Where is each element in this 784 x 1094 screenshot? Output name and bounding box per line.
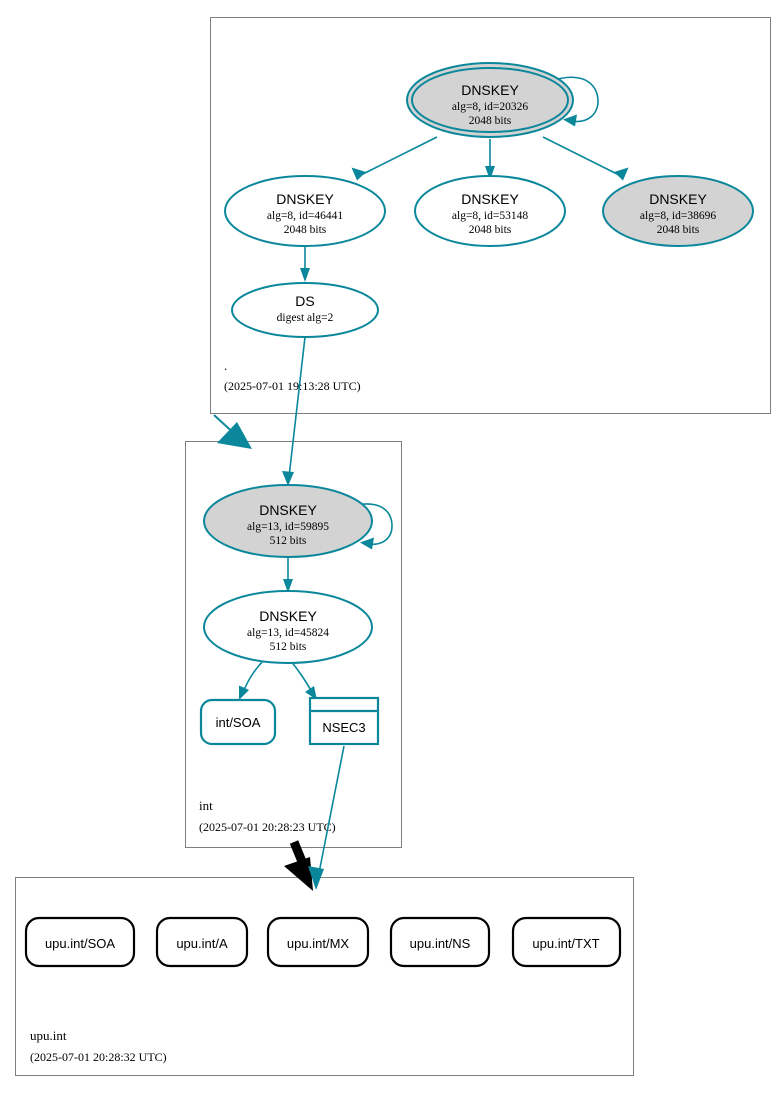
node-upu-mx-shape xyxy=(266,916,370,968)
edge-root-ksk-signs-zsk-46441 xyxy=(351,136,438,181)
node-int-nsec3[interactable]: NSEC3 xyxy=(308,696,380,746)
node-root-zsk-38696-title: DNSKEY xyxy=(649,191,707,207)
node-root-zsk-38696-size: 2048 bits xyxy=(657,224,700,236)
node-int-ksk-alg: alg=13, id=59895 xyxy=(247,521,329,533)
zone-root-name: . xyxy=(224,358,227,373)
node-int-zsk-dnskey[interactable]: DNSKEY alg=13, id=45824 512 bits xyxy=(203,590,373,664)
node-root-ksk-dnskey[interactable]: DNSKEY alg=8, id=20326 2048 bits xyxy=(406,62,574,138)
node-root-zsk-53148-alg: alg=8, id=53148 xyxy=(452,210,528,222)
node-root-ds-digest: digest alg=2 xyxy=(277,312,334,324)
zone-int-name: int xyxy=(199,798,213,813)
node-upu-soa-shape xyxy=(24,916,136,968)
zone-upu-int-timestamp: (2025-07-01 20:28:32 UTC) xyxy=(30,1050,167,1064)
node-upu-txt-shape xyxy=(511,916,622,968)
zone-upu-int[interactable]: upu.int/SOA upu.int/A upu.int/MX upu.int… xyxy=(15,877,634,1076)
zone-root-timestamp: (2025-07-01 19:13:28 UTC) xyxy=(224,379,361,393)
node-int-zsk-title: DNSKEY xyxy=(259,608,317,624)
node-upu-a-shape xyxy=(155,916,249,968)
node-root-zsk-53148-title: DNSKEY xyxy=(461,191,519,207)
node-root-zsk-38696-dnskey[interactable]: DNSKEY alg=8, id=38696 2048 bits xyxy=(602,175,754,247)
node-int-ksk-title: DNSKEY xyxy=(259,502,317,518)
node-upu-mx-rrset[interactable]: upu.int/MX xyxy=(266,916,370,968)
node-root-zsk-53148-size: 2048 bits xyxy=(469,224,512,236)
node-int-soa-shape xyxy=(199,698,277,746)
node-root-ds[interactable]: DS digest alg=2 xyxy=(231,282,379,338)
node-upu-ns-label: upu.int/NS xyxy=(410,936,471,951)
zone-upu-int-name: upu.int xyxy=(30,1028,67,1043)
zone-upu-int-box xyxy=(15,877,634,1076)
node-upu-soa-label: upu.int/SOA xyxy=(45,936,115,951)
node-root-ds-title: DS xyxy=(295,293,314,309)
node-root-ksk-inner-ring xyxy=(411,67,569,133)
edge-delegation-int-to-upu-int xyxy=(284,840,313,891)
node-upu-txt-label: upu.int/TXT xyxy=(532,936,599,951)
node-int-zsk-size: 512 bits xyxy=(270,641,307,653)
node-root-ds-shape xyxy=(231,282,379,338)
node-root-ksk-size: 2048 bits xyxy=(469,115,512,127)
node-root-zsk-46441-alg: alg=8, id=46441 xyxy=(267,210,343,222)
node-root-zsk-38696-alg: alg=8, id=38696 xyxy=(640,210,716,222)
edge-root-ksk-signs-zsk-38696 xyxy=(542,136,629,181)
node-root-zsk-46441-title: DNSKEY xyxy=(276,191,334,207)
node-int-nsec3-label: NSEC3 xyxy=(322,720,365,735)
node-upu-a-label: upu.int/A xyxy=(176,936,228,951)
edge-root-zsk-46441-signs-ds xyxy=(300,246,310,282)
node-upu-ns-rrset[interactable]: upu.int/NS xyxy=(389,916,491,968)
edge-root-ds-to-int-ksk xyxy=(282,336,306,486)
node-root-zsk-46441-dnskey[interactable]: DNSKEY alg=8, id=46441 2048 bits xyxy=(224,175,386,247)
node-int-soa-label: int/SOA xyxy=(216,715,261,730)
node-upu-soa-rrset[interactable]: upu.int/SOA xyxy=(24,916,136,968)
zone-root[interactable]: DNSKEY alg=8, id=20326 2048 bits DNSKEY … xyxy=(210,17,771,414)
zone-int-timestamp: (2025-07-01 20:28:23 UTC) xyxy=(199,820,336,834)
node-root-zsk-53148-dnskey[interactable]: DNSKEY alg=8, id=53148 2048 bits xyxy=(414,175,566,247)
node-root-ksk-outer-ring xyxy=(406,62,574,138)
node-int-zsk-alg: alg=13, id=45824 xyxy=(247,627,329,639)
node-int-nsec3-shape xyxy=(308,696,380,746)
node-int-ksk-size: 512 bits xyxy=(270,535,307,547)
edge-root-ksk-self-signature xyxy=(557,76,599,127)
node-upu-mx-label: upu.int/MX xyxy=(287,936,349,951)
node-int-ksk-dnskey[interactable]: DNSKEY alg=13, id=59895 512 bits xyxy=(203,484,373,558)
edge-root-ksk-signs-zsk-53148 xyxy=(485,139,495,180)
node-int-soa-rrset[interactable]: int/SOA xyxy=(199,698,277,746)
node-int-zsk-shape xyxy=(203,590,373,664)
node-root-zsk-46441-shape xyxy=(224,175,386,247)
edge-nsec3-to-upu-int xyxy=(308,745,345,890)
edge-int-ksk-signs-zsk xyxy=(283,556,293,593)
zone-int[interactable]: DNSKEY alg=13, id=59895 512 bits DNSKEY … xyxy=(185,441,402,848)
node-root-zsk-53148-shape xyxy=(414,175,566,247)
node-upu-txt-rrset[interactable]: upu.int/TXT xyxy=(511,916,622,968)
node-root-ksk-alg: alg=8, id=20326 xyxy=(452,101,528,113)
node-root-zsk-38696-shape xyxy=(602,175,754,247)
node-root-zsk-46441-size: 2048 bits xyxy=(284,224,327,236)
node-upu-a-rrset[interactable]: upu.int/A xyxy=(155,916,249,968)
edge-delegation-root-to-int xyxy=(213,414,252,449)
node-root-ksk-title: DNSKEY xyxy=(461,82,519,98)
edge-int-ksk-self-signature xyxy=(355,503,393,550)
node-upu-ns-shape xyxy=(389,916,491,968)
